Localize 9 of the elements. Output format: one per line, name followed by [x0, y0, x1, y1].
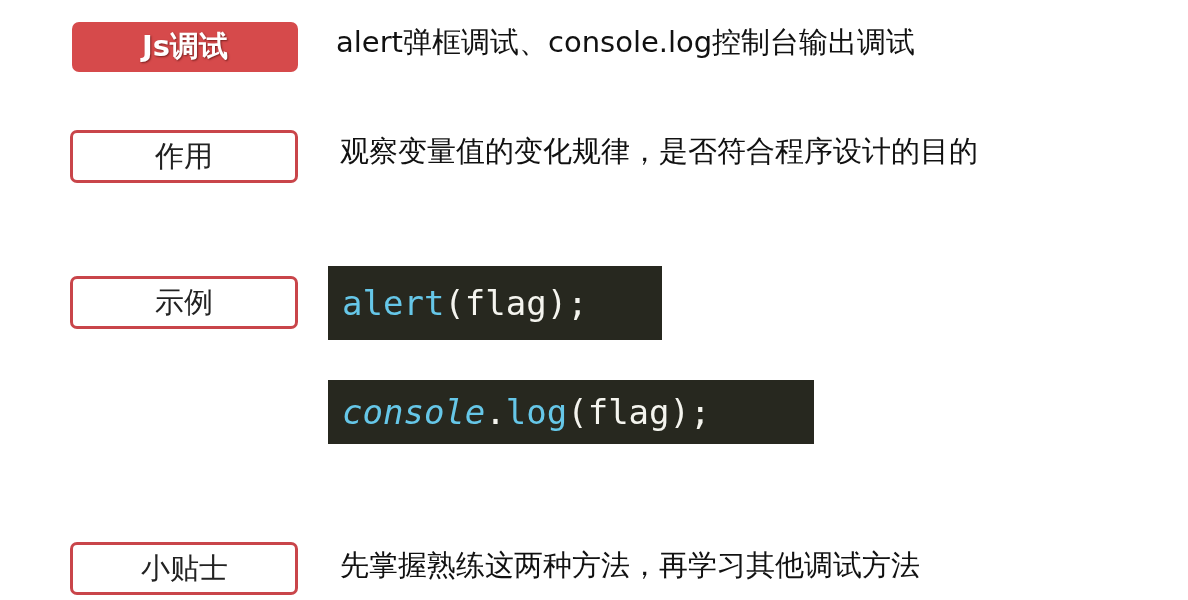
description-text: alert弹框调试、console.log控制台输出调试 — [336, 25, 916, 60]
label-box: 示例 — [70, 276, 298, 329]
description-text: 先掌握熟练这两种方法，再学习其他调试方法 — [340, 548, 920, 583]
label-box: 作用 — [70, 130, 298, 183]
description-text: 观察变量值的变化规律，是否符合程序设计的目的 — [340, 134, 978, 169]
label-box: 小贴士 — [70, 542, 298, 595]
code-block: alert(flag); — [328, 266, 662, 340]
code-block: console.log(flag); — [328, 380, 814, 444]
title-badge: Js调试 — [72, 22, 298, 72]
